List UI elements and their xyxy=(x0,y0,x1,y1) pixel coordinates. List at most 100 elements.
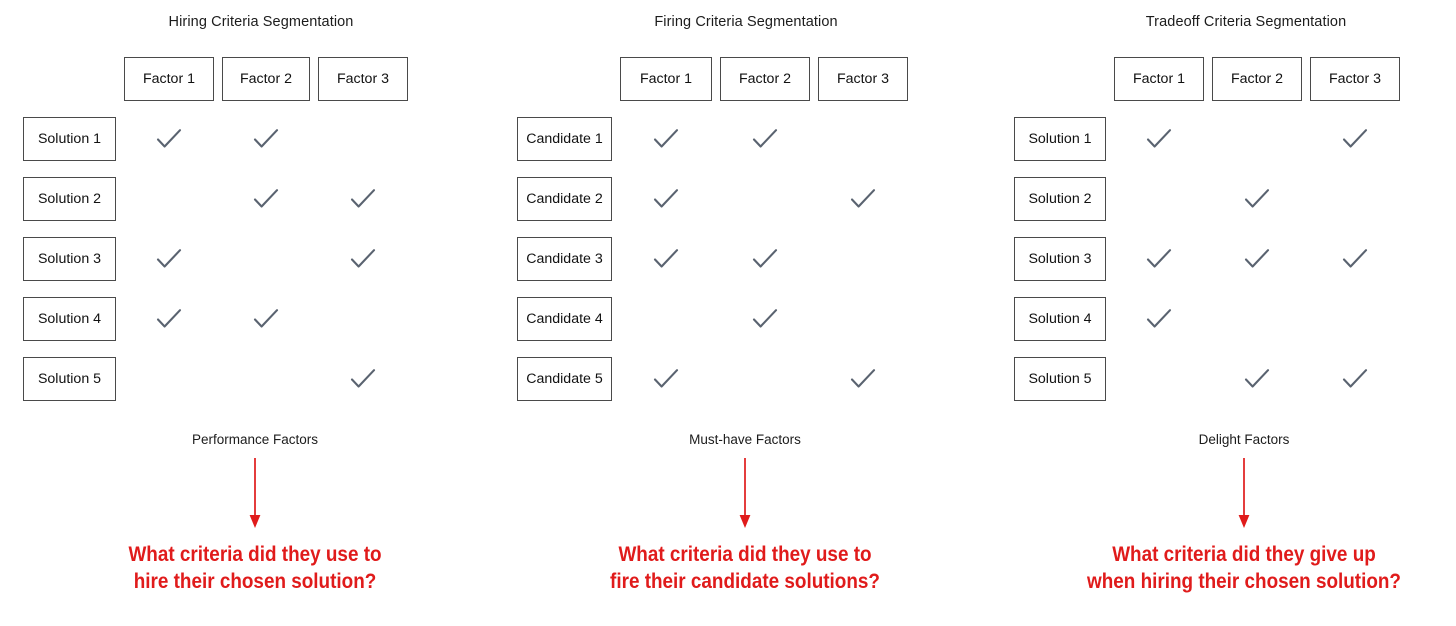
matrix-cell-checked[interactable] xyxy=(1114,237,1204,281)
matrix-cell-empty[interactable] xyxy=(720,177,810,221)
matrix-cell-checked[interactable] xyxy=(1212,357,1302,401)
matrix-cell-checked[interactable] xyxy=(818,177,908,221)
row-label-box[interactable]: Solution 3 xyxy=(23,237,116,281)
column-header-box[interactable]: Factor 3 xyxy=(1310,57,1400,101)
column-header-cell: Factor 1 xyxy=(620,57,712,101)
column-header-cell: Factor 1 xyxy=(124,57,214,101)
panel-title: Tradeoff Criteria Segmentation xyxy=(1145,14,1347,30)
matrix-cell-empty[interactable] xyxy=(620,297,712,341)
matrix-cell-checked[interactable] xyxy=(1310,357,1400,401)
column-header-box[interactable]: Factor 1 xyxy=(124,57,214,101)
matrix-cell-empty[interactable] xyxy=(318,297,408,341)
row-label-box[interactable]: Solution 1 xyxy=(1014,117,1106,161)
matrix-cell-checked[interactable] xyxy=(318,237,408,281)
matrix-cell-checked[interactable] xyxy=(1310,117,1400,161)
check-icon xyxy=(850,188,876,210)
matrix-cell-checked[interactable] xyxy=(124,297,214,341)
matrix-cell-checked[interactable] xyxy=(620,357,712,401)
row-label-box[interactable]: Solution 3 xyxy=(1014,237,1106,281)
matrix-cell-empty[interactable] xyxy=(222,357,310,401)
check-icon xyxy=(253,128,279,150)
row-label-box[interactable]: Candidate 5 xyxy=(517,357,612,401)
check-icon xyxy=(850,368,876,390)
matrix-row: Solution 2 xyxy=(23,177,408,237)
row-label-box[interactable]: Candidate 4 xyxy=(517,297,612,341)
row-label-cell: Solution 5 xyxy=(23,357,124,401)
matrix-cell-empty[interactable] xyxy=(124,357,214,401)
matrix-cell-checked[interactable] xyxy=(124,237,214,281)
matrix-cell-checked[interactable] xyxy=(318,357,408,401)
matrix-cell-empty[interactable] xyxy=(818,237,908,281)
matrix-cell-checked[interactable] xyxy=(620,237,712,281)
check-icon xyxy=(1342,248,1368,270)
matrix-cell-checked[interactable] xyxy=(318,177,408,221)
matrix-cell-empty[interactable] xyxy=(1114,177,1204,221)
matrix-cell-checked[interactable] xyxy=(1212,237,1302,281)
check-icon xyxy=(653,128,679,150)
matrix-cell-checked[interactable] xyxy=(1212,177,1302,221)
matrix-cell-empty[interactable] xyxy=(1114,357,1204,401)
matrix-cell-empty[interactable] xyxy=(1212,297,1302,341)
column-header-cell: Factor 2 xyxy=(1212,57,1302,101)
matrix-cell-empty[interactable] xyxy=(124,177,214,221)
row-label-box[interactable]: Candidate 1 xyxy=(517,117,612,161)
matrix-row: Candidate 3 xyxy=(517,237,908,297)
check-icon xyxy=(752,248,778,270)
column-header-box[interactable]: Factor 1 xyxy=(620,57,712,101)
matrix-cell-empty[interactable] xyxy=(818,117,908,161)
row-label-cell: Candidate 5 xyxy=(517,357,620,401)
check-icon xyxy=(253,188,279,210)
column-header-box[interactable]: Factor 3 xyxy=(318,57,408,101)
matrix-cell-checked[interactable] xyxy=(720,117,810,161)
row-label-box[interactable]: Solution 4 xyxy=(1014,297,1106,341)
footer-label: Must-have Factors xyxy=(689,432,801,447)
header-corner-spacer xyxy=(517,57,620,101)
matrix-cell-checked[interactable] xyxy=(222,177,310,221)
matrix-cell-empty[interactable] xyxy=(1310,177,1400,221)
matrix-cell-empty[interactable] xyxy=(720,357,810,401)
row-label-box[interactable]: Solution 4 xyxy=(23,297,116,341)
check-icon xyxy=(156,248,182,270)
row-label-box[interactable]: Candidate 3 xyxy=(517,237,612,281)
column-header-cell: Factor 3 xyxy=(818,57,908,101)
row-label-cell: Solution 1 xyxy=(1014,117,1114,161)
matrix-cell-empty[interactable] xyxy=(318,117,408,161)
matrix-cell-empty[interactable] xyxy=(222,237,310,281)
row-label-cell: Solution 3 xyxy=(1014,237,1114,281)
row-label-cell: Solution 2 xyxy=(1014,177,1114,221)
column-header-box[interactable]: Factor 3 xyxy=(818,57,908,101)
matrix-cell-checked[interactable] xyxy=(222,117,310,161)
row-label-cell: Candidate 4 xyxy=(517,297,620,341)
matrix-cell-checked[interactable] xyxy=(620,177,712,221)
column-header-box[interactable]: Factor 1 xyxy=(1114,57,1204,101)
row-label-box[interactable]: Solution 2 xyxy=(1014,177,1106,221)
matrix-row: Candidate 1 xyxy=(517,117,908,177)
row-label-box[interactable]: Solution 2 xyxy=(23,177,116,221)
matrix-cell-empty[interactable] xyxy=(1310,297,1400,341)
matrix-cell-checked[interactable] xyxy=(720,237,810,281)
matrix-cell-checked[interactable] xyxy=(818,357,908,401)
matrix-cell-checked[interactable] xyxy=(1310,237,1400,281)
matrix-cell-checked[interactable] xyxy=(620,117,712,161)
check-icon xyxy=(752,128,778,150)
column-header-box[interactable]: Factor 2 xyxy=(1212,57,1302,101)
matrix-row: Solution 1 xyxy=(1014,117,1400,177)
column-header-box[interactable]: Factor 2 xyxy=(222,57,310,101)
matrix-cell-checked[interactable] xyxy=(124,117,214,161)
row-label-box[interactable]: Candidate 2 xyxy=(517,177,612,221)
matrix-cell-checked[interactable] xyxy=(720,297,810,341)
check-icon xyxy=(653,248,679,270)
row-label-box[interactable]: Solution 5 xyxy=(23,357,116,401)
matrix-cell-checked[interactable] xyxy=(222,297,310,341)
matrix-cell-checked[interactable] xyxy=(1114,297,1204,341)
row-label-box[interactable]: Solution 1 xyxy=(23,117,116,161)
column-header-box[interactable]: Factor 2 xyxy=(720,57,810,101)
row-label-box[interactable]: Solution 5 xyxy=(1014,357,1106,401)
matrix-cell-empty[interactable] xyxy=(1212,117,1302,161)
matrix-cell-empty[interactable] xyxy=(818,297,908,341)
check-icon xyxy=(1342,368,1368,390)
matrix-cell-checked[interactable] xyxy=(1114,117,1204,161)
